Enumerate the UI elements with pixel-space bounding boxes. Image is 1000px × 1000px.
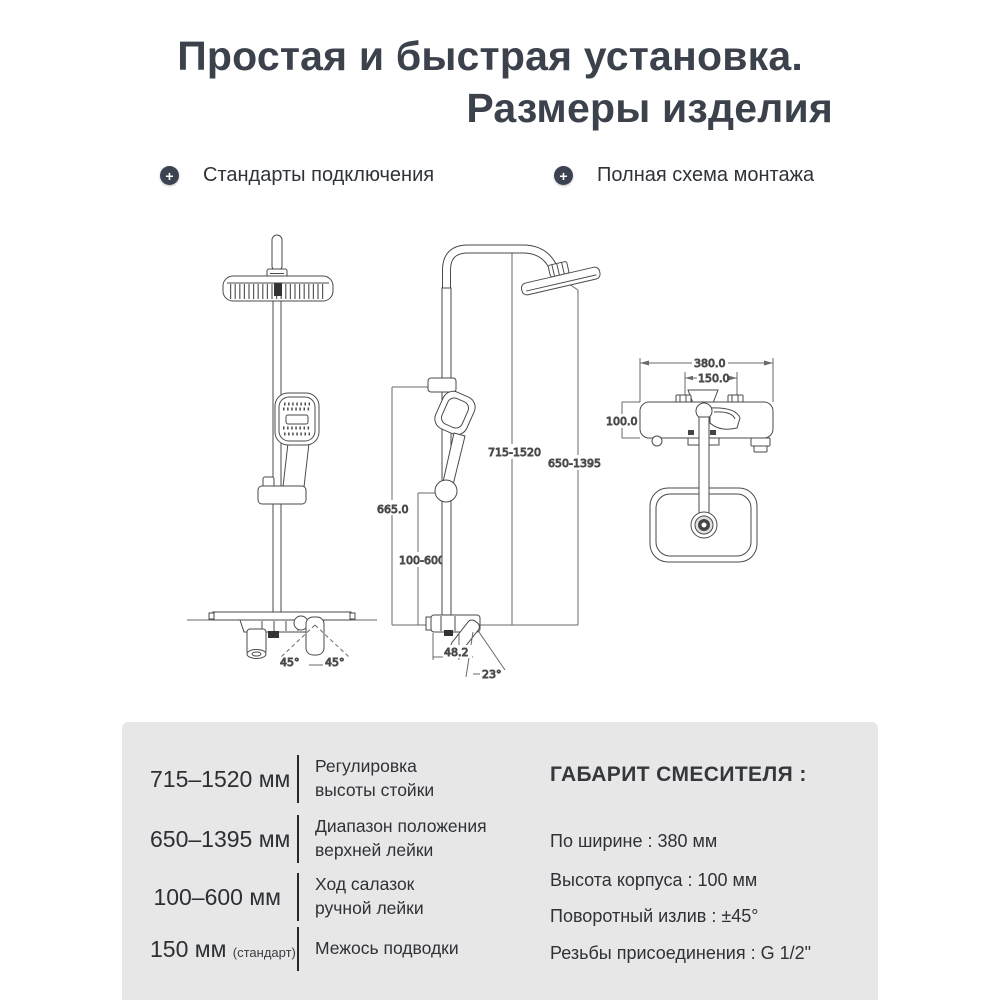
mixer-handle <box>709 407 741 430</box>
fitting-circle <box>651 435 663 447</box>
dim-body-width: 380.0 <box>694 357 726 370</box>
divider <box>297 815 299 863</box>
spec-label: Диапазон положения верхней лейки <box>315 816 487 860</box>
feature-mounting-scheme: + Полная схема монтажа <box>554 164 814 187</box>
spec-value: 715–1520 мм <box>150 765 291 792</box>
down-pipe <box>698 416 710 521</box>
spec-label: Межось подводки <box>315 938 459 959</box>
page-title: Простая и быстрая установка. Размеры изд… <box>150 30 833 134</box>
mixer-spec-swivel-spout: Поворотный излив : ±45° <box>550 906 759 926</box>
mixer-dimensions-heading: ГАБАРИТ СМЕСИТЕЛЯ : <box>550 763 807 786</box>
hand-shower-handle <box>282 442 310 488</box>
mixer-spec-width: По ширине : 380 мм <box>550 831 718 851</box>
dim-slider-travel: 100-600 <box>399 554 445 567</box>
swivel-spout <box>305 616 325 656</box>
divider <box>297 927 299 971</box>
hand-shower-slot <box>285 414 309 425</box>
dim-swivel-right: 45° <box>325 656 345 669</box>
slider-clamp <box>257 485 307 505</box>
spec-row-pole-height: 715–1520 мм Регулировка высоты стойки <box>150 755 434 803</box>
front-view-drawing: 45° 45° <box>170 225 400 705</box>
mixer-bar <box>212 611 352 621</box>
dim-body-depth: 100.0 <box>606 415 638 428</box>
dim-pole-height: 715-1520 <box>488 446 541 459</box>
feature-label: Стандарты подключения <box>203 164 435 186</box>
spec-value: 150 мм (стандарт) <box>150 935 296 962</box>
dim-rail-length: 665.0 <box>377 503 409 516</box>
divider <box>297 755 299 803</box>
spec-value: 650–1395 мм <box>150 825 291 852</box>
front-view-svg: 45° 45° <box>187 234 377 670</box>
dim-spout-angle: 23° <box>482 668 502 681</box>
rain-head-side <box>520 261 601 296</box>
dim-inlet-centers: 150.0 <box>698 372 730 385</box>
feature-label: Полная схема монтажа <box>597 164 815 186</box>
spec-row-slider-travel: 100–600 мм Ход салазок ручной лейки <box>150 873 424 921</box>
slider-block <box>427 377 457 393</box>
spec-row-head-range: 650–1395 мм Диапазон положения верхней л… <box>150 815 487 863</box>
hand-shower-side <box>434 390 476 436</box>
top-view-svg: 380.0 150.0 100.0 <box>604 357 774 563</box>
dim-swivel-left: 45° <box>280 656 300 669</box>
divider <box>297 873 299 921</box>
spec-row-inlet-centers: 150 мм (стандарт) Межось подводки <box>150 927 459 971</box>
plus-circle-icon: + <box>554 166 573 185</box>
dim-head-height: 650-1395 <box>548 457 601 470</box>
mixer-spec-body-height: Высота корпуса : 100 мм <box>550 870 758 890</box>
shower-pole <box>272 300 282 615</box>
mixer-spec-thread: Резьбы присоединения : G 1/2" <box>550 943 812 963</box>
top-view-drawing: 380.0 150.0 100.0 <box>600 350 890 585</box>
plus-circle-icon: + <box>160 166 179 185</box>
spec-value: 100–600 мм <box>153 883 281 910</box>
side-view-drawing: 665.0 100-600 715-1520 650-1395 <box>375 230 630 695</box>
spec-label: Ход салазок ручной лейки <box>315 874 424 918</box>
page-title-line1: Простая и быстрая установка. <box>177 33 803 79</box>
spec-panel: 715–1520 мм Регулировка высоты стойки 65… <box>122 722 878 1000</box>
spec-label: Регулировка высоты стойки <box>315 756 435 800</box>
dim-spout-offset: 48.2 <box>444 646 469 659</box>
outlet-nut <box>750 437 771 447</box>
inlet-funnel <box>687 389 719 404</box>
side-view-svg: 665.0 100-600 715-1520 650-1395 <box>375 244 604 682</box>
head-ball-joint <box>274 283 282 296</box>
feature-connection-standards: + Стандарты подключения <box>160 164 434 187</box>
slider-joint-circle <box>434 479 458 503</box>
top-pipe-stub <box>271 234 283 272</box>
page-title-line2: Размеры изделия <box>466 85 833 131</box>
